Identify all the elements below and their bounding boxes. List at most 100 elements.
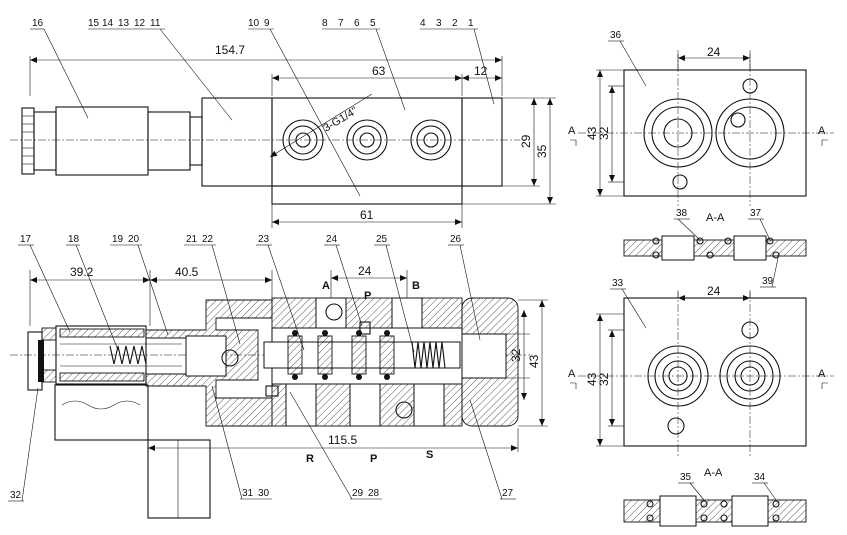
armature-tube [55,325,147,385]
channel-b [391,297,423,329]
callout-30: 30 [258,488,270,499]
cut-mark-upper-right: A [818,125,826,137]
dim-body-top: 63 [372,64,386,78]
callout-11: 11 [150,18,161,29]
end-cap-top [461,97,503,187]
pilot-head [201,97,273,187]
plate-lower-outline [623,297,807,447]
callout-7: 7 [338,18,344,29]
callout-14: 14 [102,18,114,29]
dim-plate-upper-43: 43 [585,126,599,140]
callout-1: 1 [468,18,474,29]
connector-body [33,111,57,171]
cut-mark-upper-left: A [568,125,576,137]
top-callouts: 16 15 14 13 12 11 10 9 8 7 6 5 4 3 2 1 [30,18,495,197]
coil-housing [55,106,149,176]
dim-coil: 39.2 [70,265,94,279]
coil-neck [147,111,191,171]
coil-lower [54,384,149,441]
dim-port-spacing: 24 [358,264,372,278]
end-cap-cavity [461,333,507,379]
dim-section-43: 43 [527,354,541,368]
dim-h35: 35 [535,144,549,158]
callout-25: 25 [376,234,388,245]
section-callouts: 17 18 19 20 21 22 23 24 25 26 [18,234,481,353]
return-spring [411,341,446,369]
callout-28: 28 [368,488,380,499]
main-body-upper [271,297,463,329]
port-s: S [426,449,433,461]
connector-ribs [22,115,34,165]
callout-33: 33 [612,278,624,289]
callout-9: 9 [264,18,270,29]
callout-16: 16 [32,18,44,29]
section-aa-lower: A-A 35 34 [623,467,807,527]
coil-nut [189,116,203,166]
dim-plate-lower-43: 43 [585,372,599,386]
pilot-cavity [185,335,227,377]
channel-p [349,383,381,427]
lower-connector [147,439,211,519]
channel-r [285,383,317,427]
dim-section-total: 115.5 [328,433,357,447]
callout-21: 21 [186,234,198,245]
port-r: R [306,453,314,465]
callout-32: 32 [10,490,22,501]
dim-actuator: 40.5 [175,265,199,279]
port-b: B [412,280,420,292]
dim-plate-lower-24: 24 [707,284,721,298]
dim-base: 61 [360,208,374,222]
callout-13: 13 [118,18,130,29]
dim-plate-lower-32: 32 [597,372,611,386]
dim-plate-upper-32: 32 [597,126,611,140]
dim-end: 12 [474,64,488,78]
thread-leader [269,93,373,158]
callout-37: 37 [750,208,762,219]
section-aa-upper: A-A 38 37 39 [623,208,807,288]
callout-3: 3 [436,18,442,29]
cut-mark-lower-left: A [568,368,576,380]
section-aa-lower-label: A-A [704,467,723,479]
plate-upper-view: 24 43 32 A A 36 [568,30,834,206]
valve-body-top [271,97,463,187]
channel-a [315,297,347,329]
callout-17: 17 [20,234,32,245]
bottom-callouts: 32 31 30 29 28 27 [8,385,516,502]
callout-35: 35 [680,472,692,483]
callout-18: 18 [68,234,80,245]
thread-label: 3-G1/4" [321,105,359,135]
callout-15: 15 [88,18,100,29]
port-p-top: P [364,290,371,302]
callout-23: 23 [258,234,270,245]
callout-5: 5 [370,18,376,29]
section-view: A B P R P S 39.2 40.5 24 32 43 115.5 [8,234,548,519]
callout-34: 34 [754,472,766,483]
callout-31: 31 [242,488,254,499]
callout-36: 36 [610,30,622,41]
dim-plate-upper-24: 24 [707,45,721,59]
section-aa-upper-label: A-A [706,212,725,224]
dim-section-32: 32 [509,348,523,362]
callout-26: 26 [450,234,462,245]
cut-mark-lower-right: A [818,368,826,380]
callout-6: 6 [354,18,360,29]
callout-22: 22 [202,234,214,245]
base-flange [271,185,463,205]
callout-38: 38 [676,208,688,219]
callout-27: 27 [502,488,514,499]
coil-break-line [61,400,141,410]
callout-24: 24 [326,234,338,245]
dim-overall: 154.7 [215,43,245,57]
callout-39: 39 [762,276,774,287]
callout-20: 20 [128,234,140,245]
ports-top [282,119,452,161]
port-a: A [322,280,330,292]
port-p: P [370,453,377,465]
callout-2: 2 [452,18,458,29]
channel-s [413,383,445,427]
spool-seals [287,330,395,380]
callout-12: 12 [134,18,146,29]
dim-h29: 29 [519,134,533,148]
